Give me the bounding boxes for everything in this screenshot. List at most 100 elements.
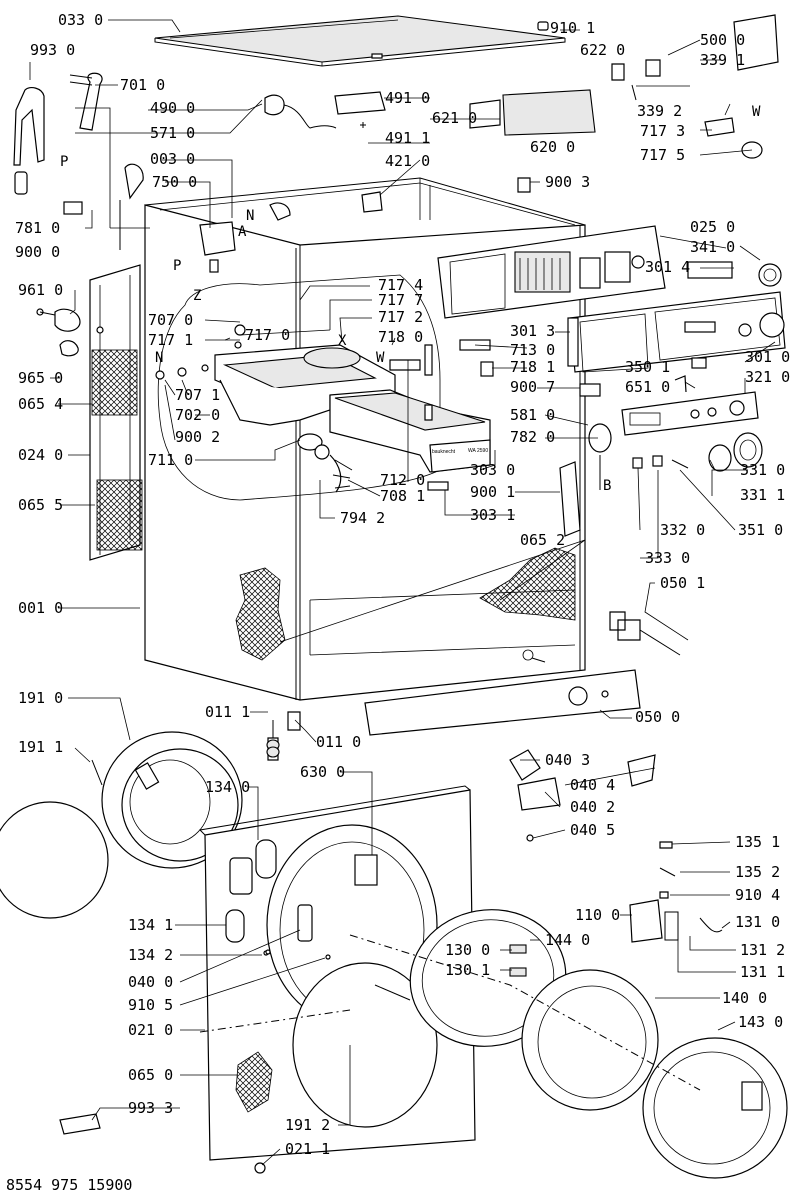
label-491-0: 491 0 (385, 89, 430, 107)
label-718-1: 718 1 (510, 358, 555, 376)
label-621-0: 621 0 (432, 109, 477, 127)
label-707-1: 707 1 (175, 386, 220, 404)
label-191-2: 191 2 (285, 1116, 330, 1134)
label-135-2: 135 2 (735, 863, 780, 881)
label-718-0: 718 0 (378, 328, 423, 346)
label-750-0: 750 0 (152, 173, 197, 191)
label-620-0: 620 0 (530, 138, 575, 156)
label-421-0: 421 0 (385, 152, 430, 170)
label-900-3: 900 3 (545, 173, 590, 191)
label-717-5: 717 5 (640, 146, 685, 164)
label-351-0: 351 0 (738, 521, 783, 539)
label-708-1: 708 1 (380, 487, 425, 505)
label-131-0: 131 0 (735, 913, 780, 931)
label-025-0: 025 0 (690, 218, 735, 236)
label-065-0: 065 0 (128, 1066, 173, 1084)
label-965-0: 965 0 (18, 369, 63, 387)
label-350-1: 350 1 (625, 358, 670, 376)
label-191-1: 191 1 (18, 738, 63, 756)
detail-enclosure-outline (157, 274, 441, 501)
label-301-0: 301 0 (745, 348, 790, 366)
label-144-0: 144 0 (545, 931, 590, 949)
label-065-5: 065 5 (18, 496, 63, 514)
label-003-0: 003 0 (150, 150, 195, 168)
label-040-0: 040 0 (128, 973, 173, 991)
label-135-1: 135 1 (735, 833, 780, 851)
label-717-1: 717 1 (148, 331, 193, 349)
label-011-1: 011 1 (205, 703, 250, 721)
label-021-1: 021 1 (285, 1140, 330, 1158)
label-131-1: 131 1 (740, 963, 785, 981)
label-900-2: 900 2 (175, 428, 220, 446)
callout-w-top: W (752, 104, 761, 120)
part-number-labels: 033 0 993 0 701 0 490 0 571 0 003 0 750 … (15, 11, 790, 1158)
label-961-0: 961 0 (18, 281, 63, 299)
label-717-2: 717 2 (378, 308, 423, 326)
label-134-0: 134 0 (205, 778, 250, 796)
label-910-4: 910 4 (735, 886, 780, 904)
callout-p-hose: P (60, 154, 68, 170)
label-191-0: 191 0 (18, 689, 63, 707)
label-333-0: 333 0 (645, 549, 690, 567)
label-130-0: 130 0 (445, 941, 490, 959)
label-341-0: 341 0 (690, 238, 735, 256)
label-040-3: 040 3 (545, 751, 590, 769)
label-900-1: 900 1 (470, 483, 515, 501)
label-331-0: 331 0 (740, 461, 785, 479)
label-910-5: 910 5 (128, 996, 173, 1014)
callout-p-inset: P (173, 258, 181, 274)
leader-lines (29, 19, 776, 1166)
label-702-0: 702 0 (175, 406, 220, 424)
callout-x: X (338, 333, 347, 349)
label-993-0: 993 0 (30, 41, 75, 59)
hardware-bits (13, 14, 779, 1174)
label-711-0: 711 0 (148, 451, 193, 469)
document-code: 8554 975 15900 (6, 1176, 132, 1194)
label-707-0: 707 0 (148, 311, 193, 329)
label-651-0: 651 0 (625, 378, 670, 396)
label-993-3: 993 3 (128, 1099, 173, 1117)
label-033-0: 033 0 (58, 11, 103, 29)
label-040-2: 040 2 (570, 798, 615, 816)
label-130-1: 130 1 (445, 961, 490, 979)
insulation-mesh-side (235, 567, 286, 661)
label-301-3: 301 3 (510, 322, 555, 340)
label-339-1: 339 1 (700, 51, 745, 69)
detergent-dispenser (155, 324, 612, 537)
label-490-0: 490 0 (150, 99, 195, 117)
label-332-0: 332 0 (660, 521, 705, 539)
label-131-2: 131 2 (740, 941, 785, 959)
label-500-0: 500 0 (700, 31, 745, 49)
control-panel-assembly (437, 225, 786, 436)
label-050-0: 050 0 (635, 708, 680, 726)
label-717-3: 717 3 (640, 122, 685, 140)
drawer-model-print: WA 2590 (468, 448, 488, 454)
top-cover (154, 15, 566, 67)
callout-a: A (238, 224, 247, 240)
callout-n-top: N (246, 208, 254, 224)
label-331-1: 331 1 (740, 486, 785, 504)
label-712-0: 712 0 (380, 471, 425, 489)
drum-assembly (0, 731, 243, 919)
label-717-0: 717 0 (245, 326, 290, 344)
front-panel (198, 785, 476, 1161)
label-717-7: 717 7 (378, 291, 423, 309)
label-900-0: 900 0 (15, 243, 60, 261)
label-900-7: 900 7 (510, 378, 555, 396)
label-040-5: 040 5 (570, 821, 615, 839)
label-021-0: 021 0 (128, 1021, 173, 1039)
callout-letters: N A P Z P W X W N B (60, 104, 761, 494)
label-701-0: 701 0 (120, 76, 165, 94)
label-339-2: 339 2 (637, 102, 682, 120)
label-024-0: 024 0 (18, 446, 63, 464)
label-143-0: 143 0 (738, 1013, 783, 1031)
label-301-4: 301 4 (645, 258, 690, 276)
label-630-0: 630 0 (300, 763, 345, 781)
drawer-brand-print: bauknecht (432, 449, 456, 455)
label-717-4: 717 4 (378, 276, 423, 294)
label-794-2: 794 2 (340, 509, 385, 527)
label-011-0: 011 0 (316, 733, 361, 751)
callout-b: B (603, 478, 611, 494)
label-040-4: 040 4 (570, 776, 615, 794)
